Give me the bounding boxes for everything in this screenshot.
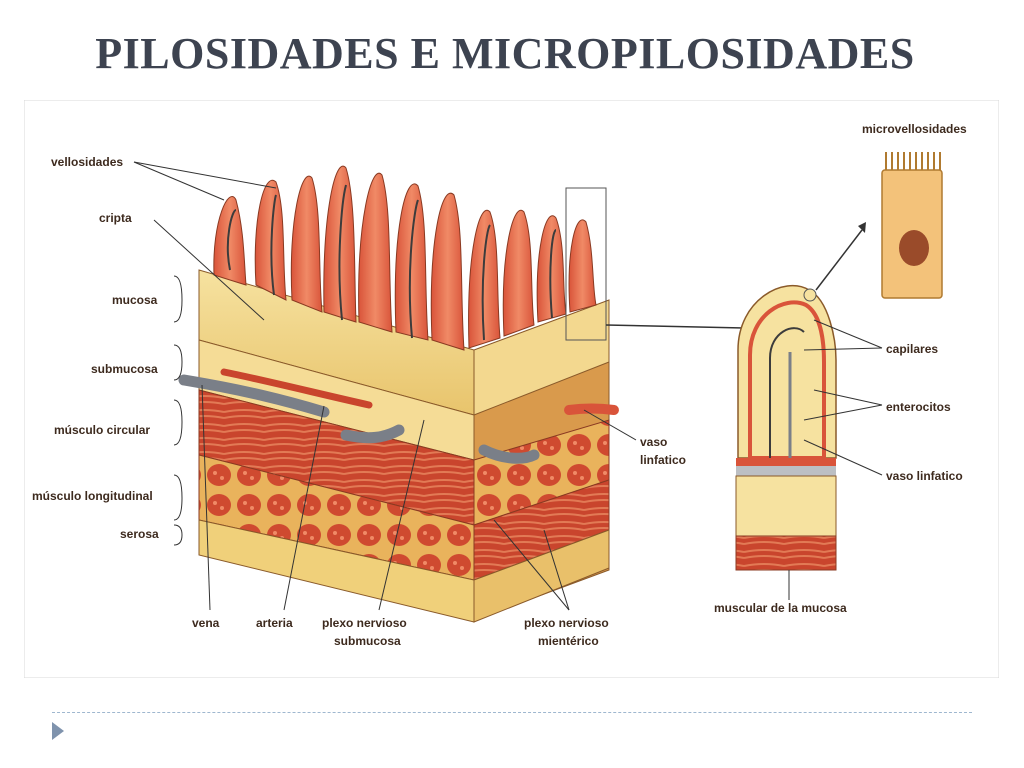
label-cripta: cripta [99, 211, 132, 225]
label-plexo-mienterico-line1: plexo nervioso [524, 616, 609, 630]
label-mucosa: mucosa [112, 293, 158, 307]
label-plexo-submucosa-line1: plexo nervioso [322, 616, 407, 630]
slide-bullet-arrow-icon [52, 722, 64, 740]
label-musculo-longitudinal: músculo longitudinal [32, 489, 153, 503]
intestine-diagram: vellosidades cripta mucosa submucosa mús… [24, 100, 999, 678]
label-plexo-submucosa-line2: submucosa [334, 634, 401, 648]
vein-vessel [178, 374, 330, 418]
zoom-box [565, 187, 607, 341]
label-submucosa: submucosa [91, 362, 158, 376]
label-muscular-mucosa: muscular de la mucosa [714, 601, 847, 615]
villus-detail [565, 187, 837, 571]
label-vellosidades: vellosidades [51, 155, 123, 169]
label-arteria: arteria [256, 616, 293, 630]
label-vaso-linfatico-line2: linfatico [640, 453, 686, 467]
label-serosa: serosa [120, 527, 159, 541]
label-plexo-mienterico-line2: mientérico [538, 634, 599, 648]
footer-divider [52, 712, 972, 713]
zoom-arrow [605, 324, 745, 329]
label-vaso-linfatico-line1: vaso [640, 435, 667, 449]
vessels [178, 368, 619, 464]
villi-group [213, 165, 597, 351]
label-enterocitos: enterocitos [886, 400, 951, 414]
label-vaso-linfatico-villus: vaso linfatico [886, 469, 963, 483]
label-microvellosidades: microvellosidades [862, 122, 967, 136]
leader-lines [133, 161, 883, 611]
label-musculo-circular: músculo circular [54, 423, 150, 437]
lymph-vessel [564, 403, 619, 415]
label-vena: vena [192, 616, 220, 630]
label-capilares: capilares [886, 342, 938, 356]
intestine-diagram-svg: vellosidades cripta mucosa submucosa mús… [24, 100, 999, 678]
nucleus [899, 230, 929, 266]
artery-vessel [220, 368, 373, 409]
slide-title: PILOSIDADES E MICROPILOSIDADES [95, 29, 915, 78]
enterocyte-cell [881, 152, 943, 299]
